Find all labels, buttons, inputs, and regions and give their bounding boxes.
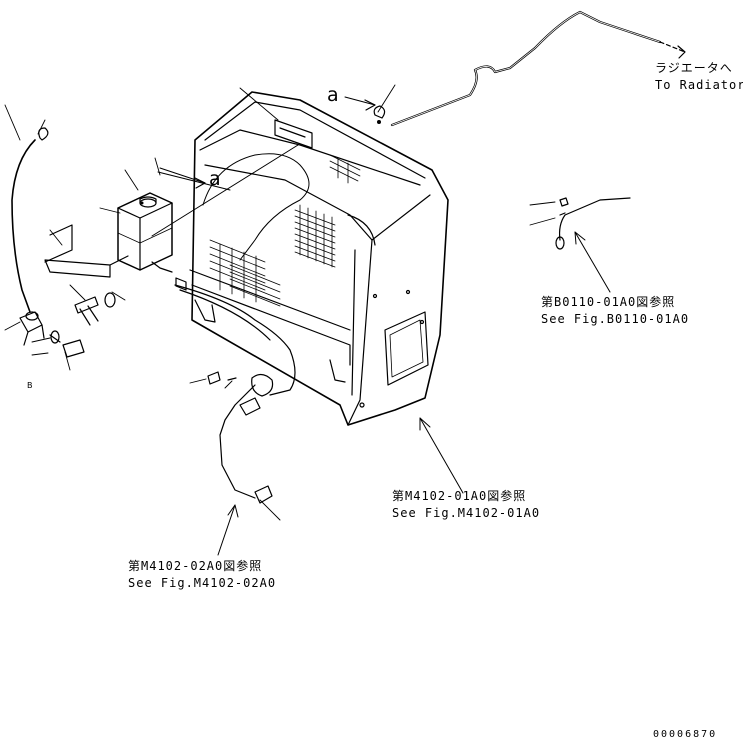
m4102-01-reference-jp[interactable]: 第M4102-01A0図参照 xyxy=(392,489,527,503)
m4102-02-reference-en[interactable]: See Fig.M4102-02A0 xyxy=(128,576,277,590)
leader-lines xyxy=(4,84,556,521)
overflow-hose xyxy=(11,139,36,313)
hose-clip-left xyxy=(19,311,45,346)
wiring-harness xyxy=(174,277,296,504)
view-mark-upper: a xyxy=(327,84,339,106)
reference-arrows xyxy=(217,231,611,556)
radiator-label-jp: ラジエータへ xyxy=(655,61,733,75)
b0110-reference-en[interactable]: See Fig.B0110-01A0 xyxy=(541,312,690,326)
small-note: B xyxy=(27,381,33,390)
tank-bracket xyxy=(44,224,129,278)
m4102-01-reference-en[interactable]: See Fig.M4102-01A0 xyxy=(392,506,541,520)
sensor-wire xyxy=(555,197,631,250)
drawing-number: 00006870 xyxy=(653,729,718,740)
reserve-tank xyxy=(117,192,173,273)
b0110-reference-jp[interactable]: 第B0110-01A0図参照 xyxy=(541,295,676,309)
bolts xyxy=(49,292,116,358)
radiator-label-en: To Radiator xyxy=(655,78,743,92)
view-mark-middle: a xyxy=(209,168,221,190)
m4102-02-reference-jp[interactable]: 第M4102-02A0図参照 xyxy=(128,559,263,573)
cover-panel xyxy=(189,91,449,426)
